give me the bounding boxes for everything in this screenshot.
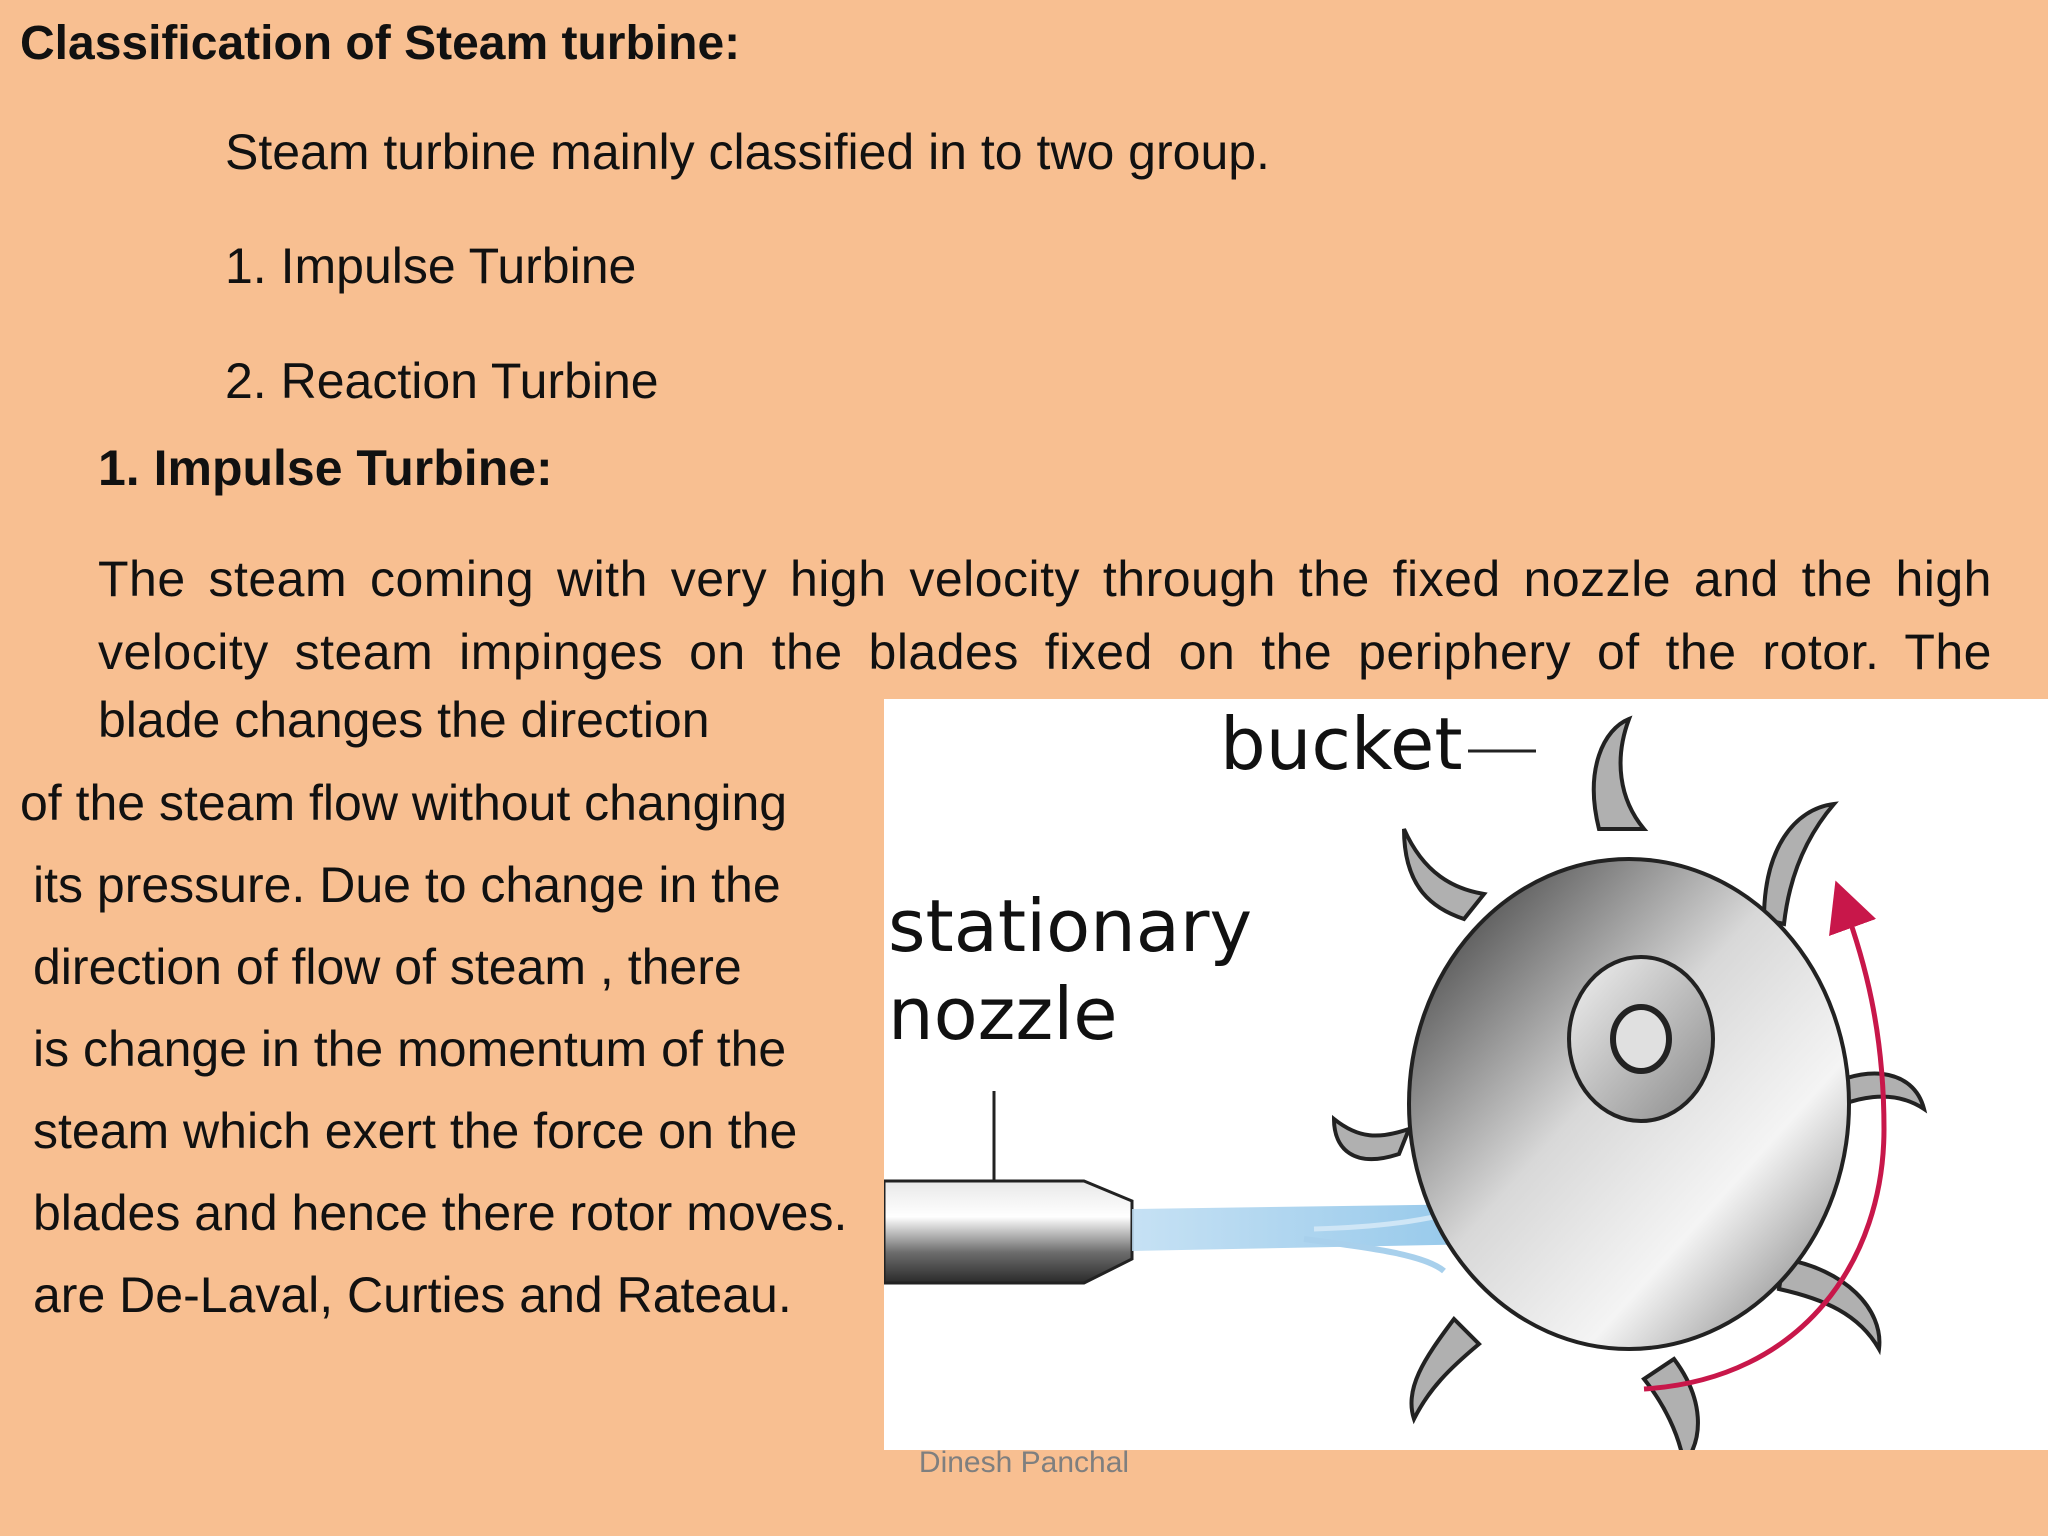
label-stationary: stationary xyxy=(888,884,1252,968)
paragraph-line: blade changes the direction xyxy=(98,692,710,748)
paragraph-line: The steam coming with very high velocity… xyxy=(98,551,1992,607)
paragraph-line: is change in the momentum of the xyxy=(33,1021,787,1077)
footer-author: Dinesh Panchal xyxy=(918,1446,1130,1479)
paragraph-line: steam which exert the force on the xyxy=(33,1103,798,1159)
rotor-disc-icon xyxy=(1407,857,1851,1351)
section-heading: 1. Impulse Turbine: xyxy=(98,440,553,496)
paragraph-line: direction of flow of steam , there xyxy=(33,939,742,995)
turbine-diagram: bucket stationary nozzle xyxy=(884,702,1928,1450)
paragraph-line: are De-Laval, Curties and Rateau. xyxy=(33,1267,792,1323)
slide-title: Classification of Steam turbine: xyxy=(20,17,741,70)
label-nozzle: nozzle xyxy=(888,972,1118,1056)
rotation-arrow-icon xyxy=(1643,880,1887,1392)
paragraph-line: blades and hence there rotor moves. xyxy=(33,1185,848,1241)
nozzle-icon xyxy=(884,1091,1134,1285)
label-bucket: bucket xyxy=(1220,702,1463,786)
impulse-turbine-figure: bucket stationary nozzle xyxy=(884,699,2048,1450)
group-item-reaction: 2. Reaction Turbine xyxy=(225,353,659,409)
paragraph-line: its pressure. Due to change in the xyxy=(33,857,781,913)
paragraph-line: of the steam flow without changing xyxy=(20,775,788,831)
intro-text: Steam turbine mainly classified in to tw… xyxy=(225,124,1270,180)
paragraph-line: velocity steam impinges on the blades fi… xyxy=(98,624,1992,680)
group-item-impulse: 1. Impulse Turbine xyxy=(225,238,637,294)
